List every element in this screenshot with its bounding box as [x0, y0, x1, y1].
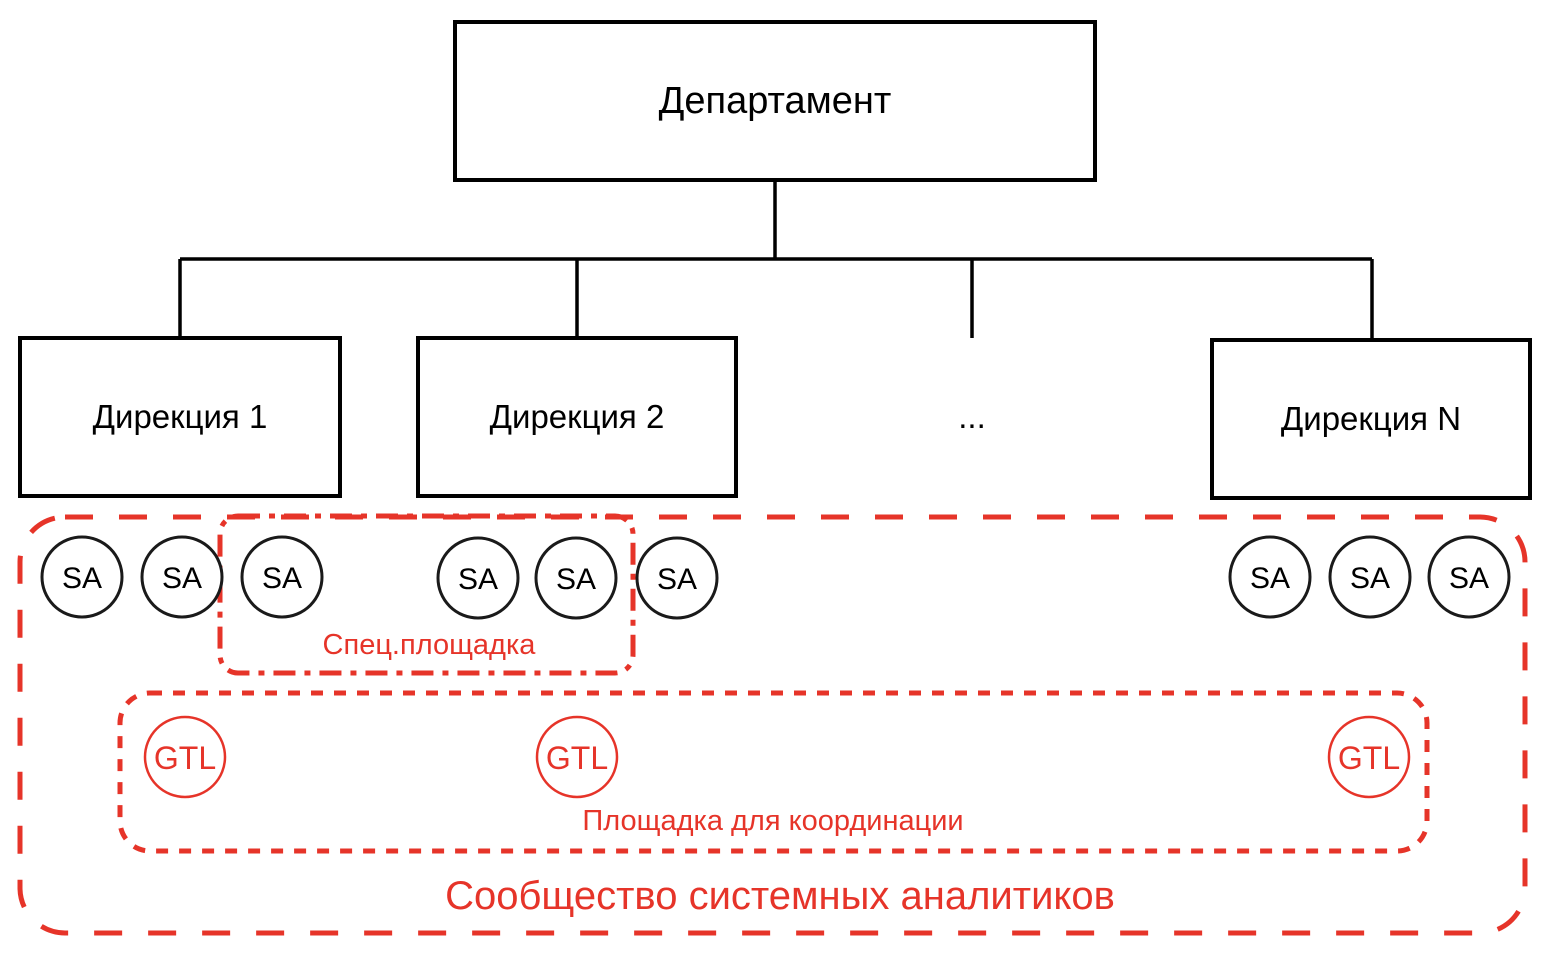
sa-circle-1: SA	[40, 535, 124, 619]
sa-circle-5: SA	[534, 536, 618, 620]
community-zone-label: Сообщество системных аналитиков	[445, 874, 1115, 918]
connector-lines	[178, 180, 1374, 340]
department-rect	[453, 20, 1097, 182]
sa-circle-5-label: SA	[556, 563, 596, 596]
sa-circle-3: SA	[240, 535, 324, 619]
sa-circle-1-label: SA	[62, 562, 102, 595]
directorate-2-rect	[416, 336, 738, 498]
sa-circle-7-label: SA	[1250, 562, 1290, 595]
directorate-n-label: Дирекция N	[1281, 400, 1461, 437]
coordination-platform-zone-border	[117, 690, 1430, 854]
sa-circle-4: SA	[436, 536, 520, 620]
sa-circle-7: SA	[1228, 535, 1312, 619]
sa-circles: SA SA SA SA SA SA SA SA	[40, 535, 1511, 620]
sa-circle-6: SA	[635, 536, 719, 620]
sa-circle-6-label: SA	[657, 563, 697, 596]
gtl-circle-2-label: GTL	[546, 740, 608, 776]
sa-circle-8-label: SA	[1350, 562, 1390, 595]
gtl-circles: GTL GTL GTL	[143, 715, 1411, 799]
sa-circle-3-label: SA	[262, 562, 302, 595]
gtl-circle-3-label: GTL	[1338, 740, 1400, 776]
sa-circle-8: SA	[1328, 535, 1412, 619]
gtl-circle-1: GTL	[143, 715, 227, 799]
directorate-n-rect	[1210, 338, 1532, 500]
sa-circle-2-label: SA	[162, 562, 202, 595]
directorate-ellipsis: ...	[958, 398, 986, 435]
sa-circle-9-label: SA	[1449, 562, 1489, 595]
directorate-1-label: Дирекция 1	[93, 398, 268, 435]
gtl-circle-3: GTL	[1327, 715, 1411, 799]
directorate-2-label: Дирекция 2	[490, 398, 665, 435]
directorate-1-rect	[18, 336, 342, 498]
special-platform-label: Спец.площадка	[323, 629, 537, 661]
community-zone-border	[17, 514, 1528, 936]
sa-circle-4-label: SA	[458, 563, 498, 596]
gtl-circle-1-label: GTL	[154, 740, 216, 776]
gtl-circle-2: GTL	[535, 715, 619, 799]
department-box: Департамент	[453, 20, 1097, 182]
department-label: Департамент	[659, 80, 892, 122]
special-platform-zone-border	[217, 513, 636, 676]
sa-circle-2: SA	[140, 535, 224, 619]
directorate-boxes: Дирекция 1 Дирекция 2 ... Дирекция N	[18, 336, 1532, 500]
sa-circle-9: SA	[1427, 535, 1511, 619]
coordination-platform-label: Площадка для координации	[582, 805, 963, 837]
